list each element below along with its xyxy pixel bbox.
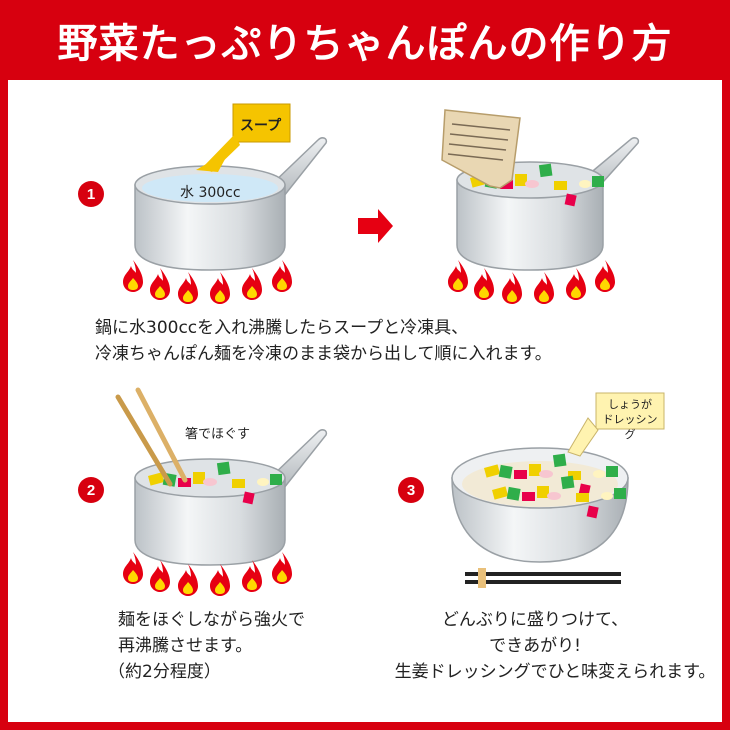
dressing-label-line2: ドレッシング bbox=[602, 413, 658, 441]
step3-text-line2: できあがり! bbox=[489, 636, 581, 656]
spatula-icon bbox=[441, 109, 521, 189]
step1-text-line1: 鍋に水300ccを入れ沸騰したらスープと冷凍具、 bbox=[95, 318, 469, 338]
step2-text-line2: 再沸騰させます。 bbox=[118, 636, 253, 656]
step3-text-line3: 生姜ドレッシングでひと味変えられます。 bbox=[394, 662, 716, 682]
soup-label: スープ bbox=[240, 118, 282, 134]
arrow-right-icon bbox=[358, 209, 393, 243]
page-title: 野菜たっぷりちゃんぽんの作り方 bbox=[57, 21, 673, 67]
soup-packet-icon bbox=[196, 103, 291, 172]
title-banner: 野菜たっぷりちゃんぽんの作り方 bbox=[0, 0, 730, 80]
step-number-3: 3 bbox=[398, 477, 424, 503]
pot-icon bbox=[134, 429, 328, 566]
chopsticks-label: 箸でほぐす bbox=[185, 427, 251, 442]
step-number-2: 2 bbox=[78, 477, 104, 503]
step2-text-line1: 麺をほぐしながら強火で bbox=[118, 610, 305, 630]
pot-icon bbox=[456, 137, 640, 271]
dressing-label-line1: しょうが bbox=[608, 398, 652, 411]
step1-text-line2: 冷凍ちゃんぽん麺を冷凍のまま袋から出して順に入れます。 bbox=[95, 344, 552, 364]
pot-icon bbox=[134, 137, 328, 271]
step-number-1: 1 bbox=[78, 181, 104, 207]
chopsticks-icon bbox=[465, 568, 621, 588]
water-label: 水 300cc bbox=[180, 185, 241, 201]
dressing-packet-icon bbox=[567, 392, 665, 457]
step2-text-line3: （約2分程度） bbox=[108, 662, 221, 682]
bowl-icon bbox=[451, 447, 629, 563]
chopsticks-icon bbox=[115, 387, 188, 487]
step3-text-line1: どんぶりに盛りつけて、 bbox=[441, 610, 629, 630]
